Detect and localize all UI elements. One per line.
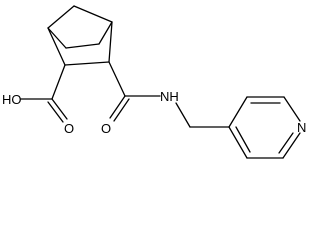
bond-amide-o-double-2 [113, 98, 130, 122]
bond-c5-c4 [98, 21, 113, 45]
bond-amide-o-double-1 [109, 95, 126, 119]
bond-c1-c6 [47, 27, 67, 49]
hydroxyl-label: HO [2, 92, 22, 107]
pyridine-nitrogen-label: N [297, 120, 306, 135]
bond-c6-c5 [65, 43, 100, 49]
bond-c2-c3 [64, 61, 110, 66]
carboxylic-acid-group [20, 64, 68, 123]
bond-c4-c3 [108, 21, 113, 63]
atom-labels: HO O O NH N [2, 89, 306, 136]
bond-nh-ch2 [175, 102, 191, 128]
pyridine-ring [228, 96, 301, 159]
bond-c2-c1 [47, 27, 66, 66]
bond-py-inner-c5-c4 [235, 126, 251, 153]
bond-cooh-o-double-2 [47, 101, 64, 123]
acid-carbonyl-oxygen-label: O [64, 121, 74, 136]
bond-c1-c7 [47, 5, 75, 29]
bond-c7-c4 [73, 5, 113, 23]
bond-py-inner-n-c6 [278, 132, 294, 154]
bond-c2-cooh [51, 64, 66, 100]
bond-py-c2-n [283, 96, 301, 122]
molecule-structure: HO O O NH N [2, 5, 306, 159]
bond-py-n-c6 [282, 132, 301, 159]
norbornane-cage [47, 5, 113, 66]
amide-group [108, 61, 230, 128]
bond-py-c4-c3 [228, 96, 248, 128]
bond-py-c5-c4 [228, 126, 248, 159]
amide-nitrogen-label: NH [160, 89, 179, 104]
amide-carbonyl-oxygen-label: O [101, 121, 111, 136]
bond-cooh-o-double-1 [51, 98, 68, 120]
bond-c3-amide [108, 61, 126, 97]
